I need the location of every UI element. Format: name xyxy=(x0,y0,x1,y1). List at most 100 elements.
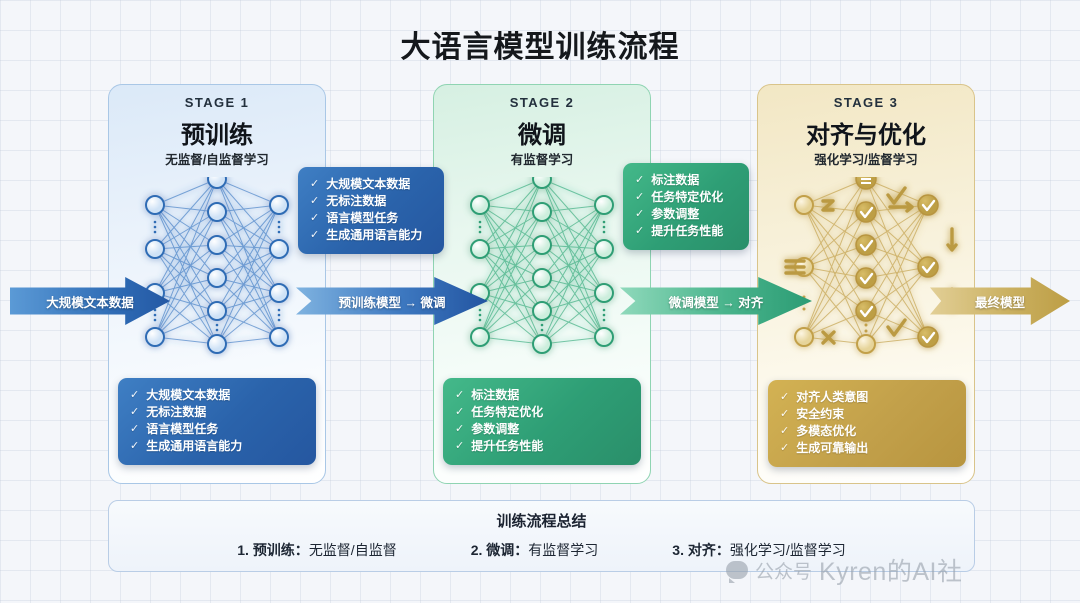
summary-heading: 训练流程总结 xyxy=(496,513,587,530)
check-icon: ✓ xyxy=(130,406,140,418)
stage-3-label: STAGE 3 xyxy=(833,95,899,110)
check-icon: ✓ xyxy=(780,425,790,437)
stage-1-label: STAGE 1 xyxy=(184,95,250,110)
check-icon: ✓ xyxy=(310,212,320,224)
summary-item-value: 强化学习/监督学习 xyxy=(729,542,846,558)
watermark-name: Kyren的AI社 xyxy=(819,558,963,586)
summary-item-value: 有监督学习 xyxy=(528,542,599,558)
list-item: ✓ 语言模型任务 xyxy=(310,210,432,227)
page-title: 大语言模型训练流程 xyxy=(400,31,680,64)
list-item: ✓ 提升任务性能 xyxy=(635,223,737,240)
stage-3-subtitle: 强化学习/监督学习 xyxy=(814,153,918,167)
list-item: ✓ 标注数据 xyxy=(455,387,629,404)
check-icon: ✓ xyxy=(130,440,140,452)
stage-2-name: 微调 xyxy=(518,122,566,149)
list-item-label: 大规模文本数据 xyxy=(146,388,231,402)
summary-item-index: 3. xyxy=(672,542,684,558)
check-icon: ✓ xyxy=(780,408,790,420)
summary-item-name: 对齐： xyxy=(687,542,730,558)
speech-bubble-icon xyxy=(726,561,748,583)
list-item-label: 标注数据 xyxy=(471,388,520,402)
summary-item-name: 预训练： xyxy=(252,542,309,558)
stage-2-subtitle: 有监督学习 xyxy=(510,153,574,167)
list-item-label: 生成可靠输出 xyxy=(796,441,869,455)
summary-item-1: 1. 预训练：无监督/自监督 xyxy=(237,540,396,560)
flow-arrow-label: 微调模型 → 对齐 xyxy=(668,295,764,310)
list-item: ✓ 生成可靠输出 xyxy=(780,440,954,457)
flow-arrow-input: 大规模文本数据 xyxy=(10,277,170,325)
list-item-label: 参数调整 xyxy=(651,207,700,221)
list-item-label: 提升任务性能 xyxy=(651,224,724,238)
summary-item-value: 无监督/自监督 xyxy=(308,542,397,558)
watermark-prefix: 公众号 xyxy=(755,561,813,583)
check-icon: ✓ xyxy=(310,195,320,207)
list-item-label: 生成通用语言能力 xyxy=(326,228,423,242)
list-item: ✓ 生成通用语言能力 xyxy=(130,438,304,455)
stage-2-feature-card: ✓ 标注数据 ✓ 任务特定优化 ✓ 参数调整 ✓ 提升任务性能 xyxy=(443,378,641,465)
list-item-label: 语言模型任务 xyxy=(146,422,219,436)
list-item-label: 无标注数据 xyxy=(326,194,387,208)
list-item: ✓ 参数调整 xyxy=(455,421,629,438)
stage-1-subtitle: 无监督/自监督学习 xyxy=(165,153,269,167)
watermark: 公众号 Kyren的AI社 xyxy=(726,552,962,588)
flow-arrow-label: 大规模文本数据 xyxy=(46,295,134,310)
list-item: ✓ 多模态优化 xyxy=(780,423,954,440)
check-icon: ✓ xyxy=(635,191,645,203)
check-icon: ✓ xyxy=(455,440,465,452)
check-icon: ✓ xyxy=(780,391,790,403)
list-item-label: 安全约束 xyxy=(796,407,845,421)
list-item-label: 多模态优化 xyxy=(796,424,857,438)
summary-item-index: 2. xyxy=(470,542,483,558)
list-item: ✓ 安全约束 xyxy=(780,406,954,423)
summary-panel: 训练流程总结 1. 预训练：无监督/自监督 2. 微调：有监督学习 3. 对齐：… xyxy=(108,500,975,572)
list-item: ✓ 参数调整 xyxy=(635,206,737,223)
list-item: ✓ 无标注数据 xyxy=(130,404,304,421)
check-icon: ✓ xyxy=(310,229,320,241)
neural-network-diagram-1 xyxy=(117,169,317,372)
list-item: ✓ 提升任务性能 xyxy=(455,438,629,455)
check-icon: ✓ xyxy=(455,389,465,401)
list-item-label: 参数调整 xyxy=(471,422,520,436)
check-icon: ✓ xyxy=(130,389,140,401)
check-icon: ✓ xyxy=(780,442,790,454)
flow-arrow-stage1-to-stage2: 预训练模型 → 微调 xyxy=(296,277,488,325)
check-icon: ✓ xyxy=(310,178,320,190)
list-item: ✓ 大规模文本数据 xyxy=(130,387,304,404)
list-item-label: 生成通用语言能力 xyxy=(146,439,243,453)
summary-item-3: 3. 对齐：强化学习/监督学习 xyxy=(672,540,845,560)
list-item: ✓ 标注数据 xyxy=(635,172,737,189)
list-item-label: 任务特定优化 xyxy=(471,405,544,419)
check-icon: ✓ xyxy=(455,406,465,418)
stage-3-feature-card: ✓ 对齐人类意图 ✓ 安全约束 ✓ 多模态优化 ✓ 生成可靠输出 xyxy=(768,380,966,467)
list-item-label: 提升任务性能 xyxy=(471,439,544,453)
list-item-label: 任务特定优化 xyxy=(651,190,724,204)
list-item: ✓ 语言模型任务 xyxy=(130,421,304,438)
list-item: ✓ 生成通用语言能力 xyxy=(310,227,432,244)
list-item-label: 语言模型任务 xyxy=(326,211,399,225)
stage-2-label: STAGE 2 xyxy=(509,95,575,110)
list-item-label: 大规模文本数据 xyxy=(326,177,411,191)
neural-network-diagram-2 xyxy=(442,169,642,372)
stage-2-tooltip-card: ✓ 标注数据 ✓ 任务特定优化 ✓ 参数调整 ✓ 提升任务性能 xyxy=(623,163,749,250)
check-icon: ✓ xyxy=(635,208,645,220)
stage-1-name: 预训练 xyxy=(181,122,253,149)
list-item: ✓ 任务特定优化 xyxy=(455,404,629,421)
list-item-label: 无标注数据 xyxy=(146,405,207,419)
neural-network-diagram-3 xyxy=(766,168,966,372)
check-icon: ✓ xyxy=(635,225,645,237)
check-icon: ✓ xyxy=(455,423,465,435)
stage-3-name: 对齐与优化 xyxy=(806,122,926,149)
summary-item-index: 1. xyxy=(237,542,249,558)
list-item: ✓ 对齐人类意图 xyxy=(780,389,954,406)
list-item-label: 标注数据 xyxy=(651,173,700,187)
summary-items: 1. 预训练：无监督/自监督 2. 微调：有监督学习 3. 对齐：强化学习/监督… xyxy=(109,540,974,560)
summary-item-2: 2. 微调：有监督学习 xyxy=(471,540,599,560)
list-item-label: 对齐人类意图 xyxy=(796,390,869,404)
stage-1-tooltip-card: ✓ 大规模文本数据 ✓ 无标注数据 ✓ 语言模型任务 ✓ 生成通用语言能力 xyxy=(298,167,444,254)
check-icon: ✓ xyxy=(130,423,140,435)
flow-arrow-label: 最终模型 xyxy=(974,295,1025,310)
flow-arrow-label: 预训练模型 → 微调 xyxy=(338,295,446,310)
check-icon: ✓ xyxy=(635,174,645,186)
summary-item-name: 微调： xyxy=(486,542,529,558)
